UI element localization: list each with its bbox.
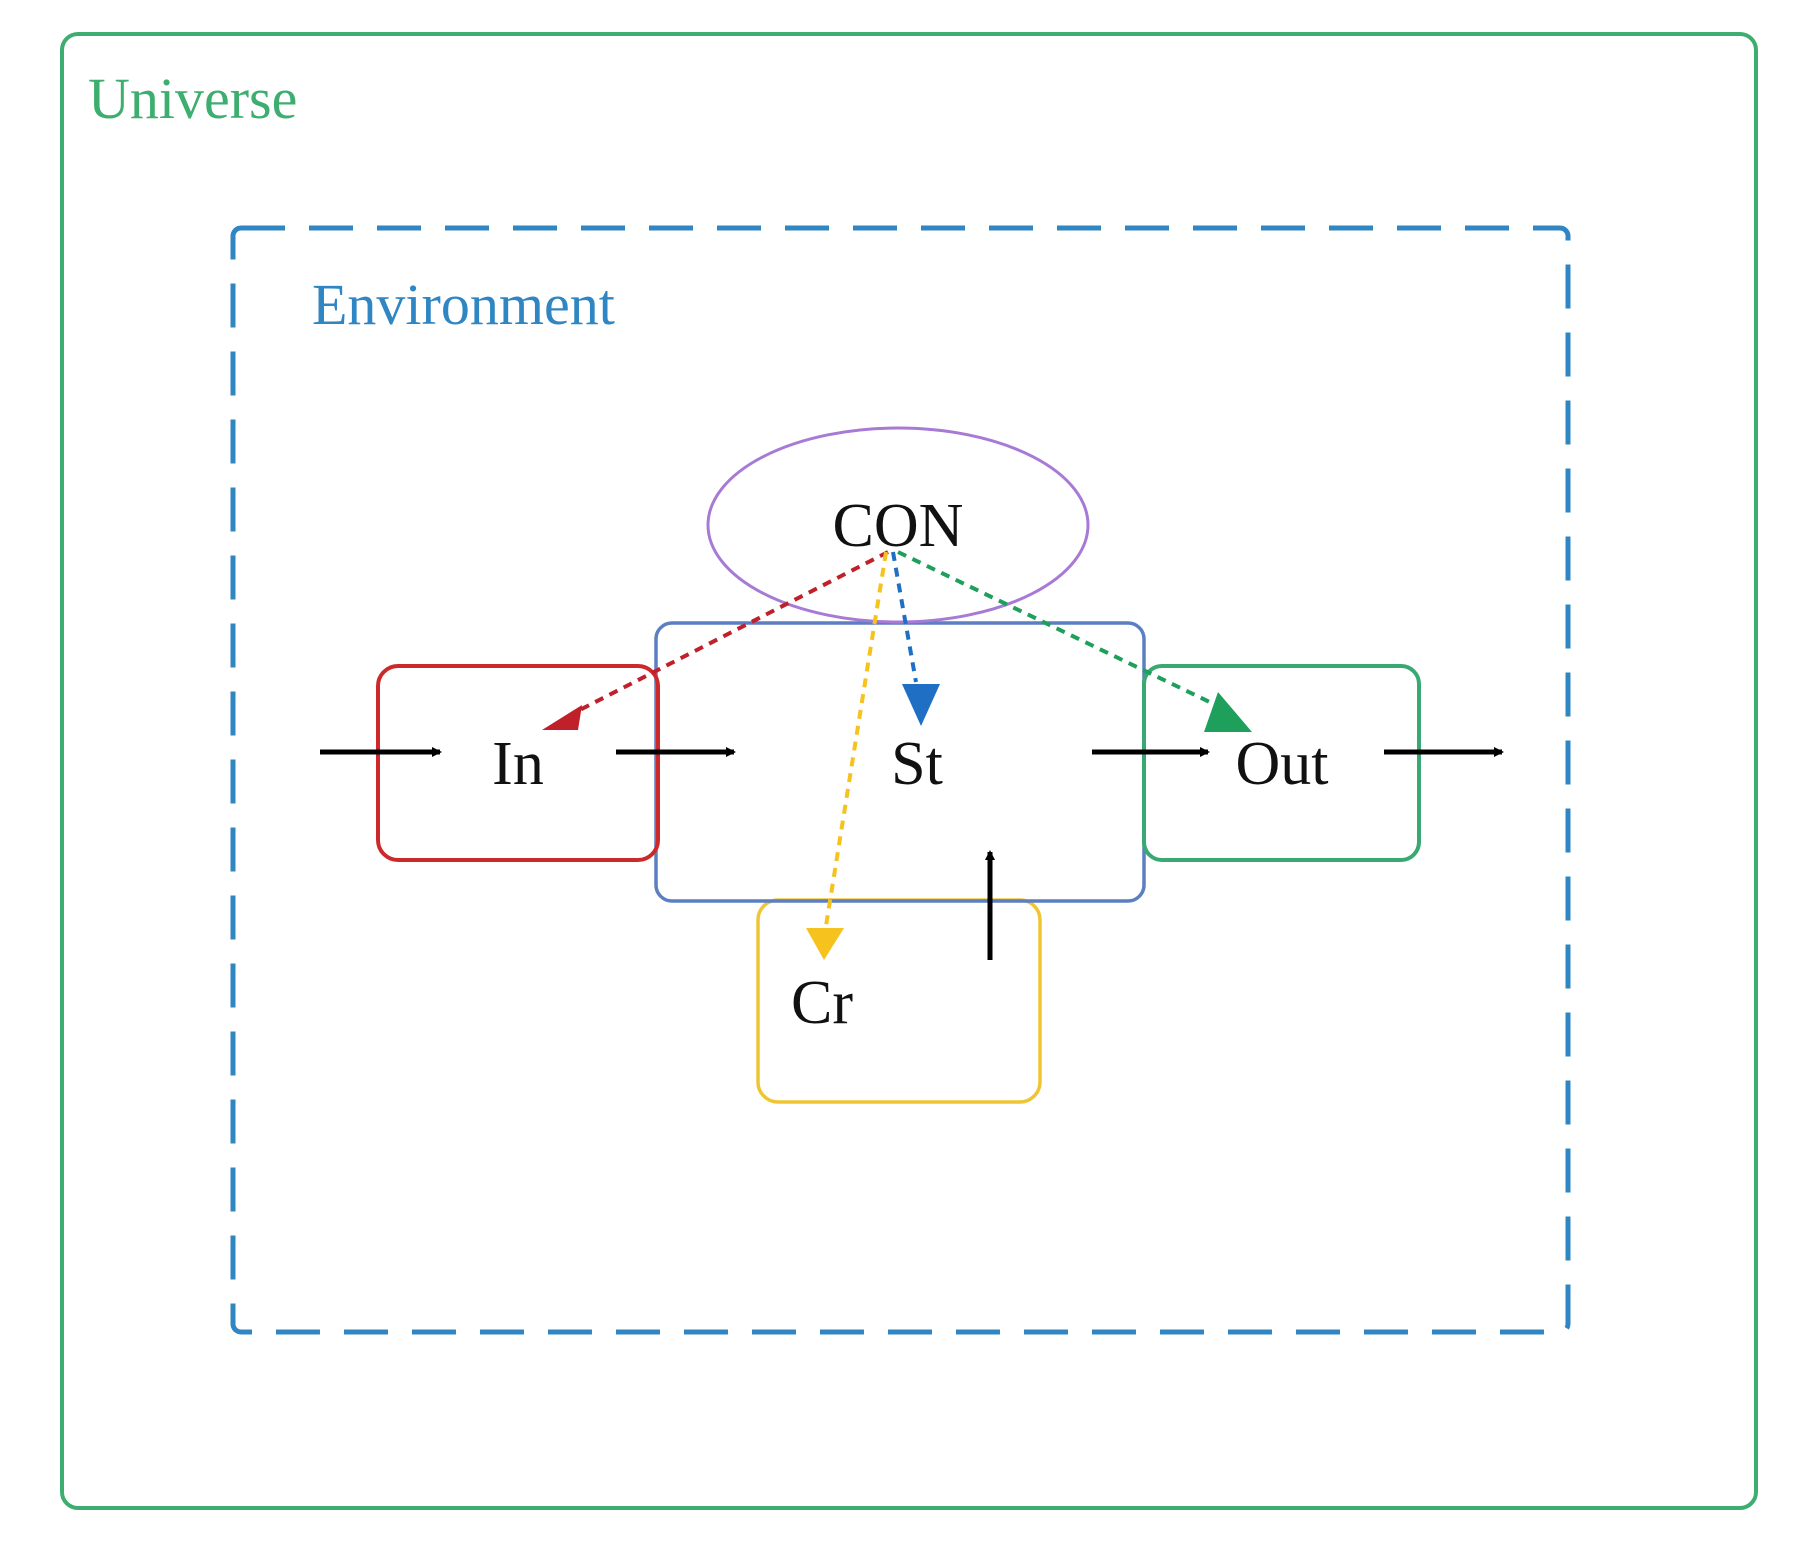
flow-arrows — [320, 747, 1504, 960]
control-arrowheads — [542, 684, 1252, 960]
input-box — [376, 664, 660, 862]
controller-ellipse — [706, 426, 1090, 624]
input-label: In — [492, 730, 544, 798]
environment-boundary — [230, 225, 1571, 1335]
state-label: St — [891, 730, 943, 798]
controller-label: CON — [833, 492, 964, 560]
arrowhead-creator — [806, 928, 844, 960]
output-label: Out — [1236, 730, 1329, 798]
arrow-con-to-state — [891, 551, 918, 683]
arrow-con-to-output — [897, 550, 1221, 709]
arrowhead-state — [902, 684, 940, 726]
environment-label: Environment — [312, 272, 615, 337]
control-arrows — [569, 550, 1221, 933]
arrowhead-output — [1204, 692, 1252, 732]
arrowhead-input — [542, 705, 582, 730]
universe-boundary — [60, 32, 1758, 1510]
output-box — [1142, 664, 1421, 862]
universe-label: Universe — [88, 66, 297, 131]
creator-label: Cr — [791, 969, 853, 1037]
arrow-con-to-creator — [823, 551, 888, 933]
arrow-con-to-input — [569, 550, 889, 717]
